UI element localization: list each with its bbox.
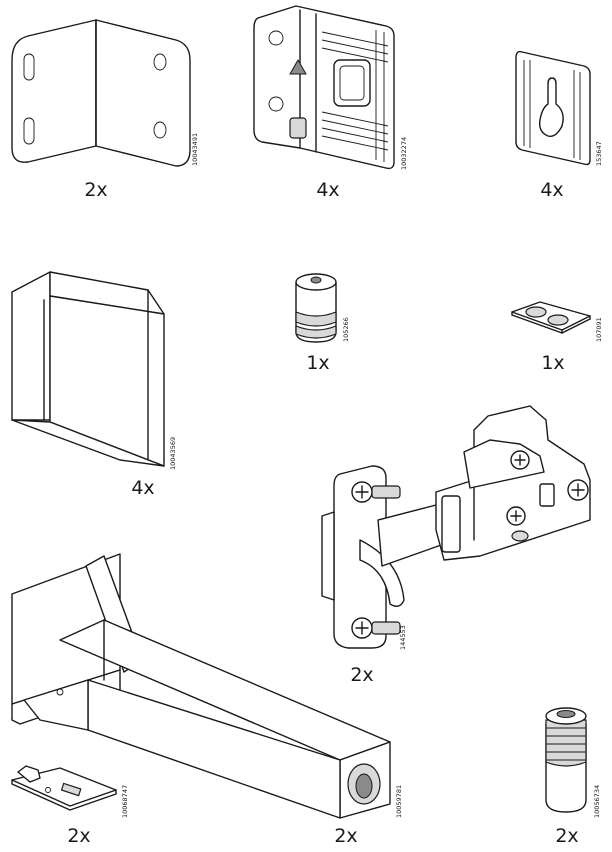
partno-mounting-plate: 10032274: [400, 136, 408, 170]
keyhole-hanger-icon: [515, 50, 591, 166]
mounting-plate-icon: [253, 5, 395, 170]
cylinder-stop-icon: [295, 273, 337, 343]
partno-angle-bracket: 10043491: [191, 132, 199, 166]
qty-l-panel: 4x: [131, 477, 155, 499]
support-arm-icon: [11, 553, 391, 819]
partno-l-panel: 10043569: [169, 436, 177, 470]
qty-mounting-plate: 4x: [316, 179, 340, 201]
partno-bumper-pads: 107091: [595, 317, 603, 342]
partno-support-arm: 10059781: [395, 784, 403, 818]
partno-hanger-plate: 153647: [595, 141, 603, 166]
clip-icon: [11, 765, 117, 811]
qty-hinge: 2x: [350, 664, 374, 686]
partno-clip: 10068747: [121, 784, 129, 818]
threaded-foot-icon: [545, 707, 587, 813]
bumper-pads-icon: [511, 301, 591, 334]
angle-bracket-icon: [11, 19, 191, 167]
hinge-icon: [321, 405, 591, 649]
l-panel-icon: [11, 271, 165, 467]
qty-angle-bracket: 2x: [84, 179, 108, 201]
partno-threaded-foot: 10056734: [593, 784, 601, 818]
qty-threaded-foot: 2x: [555, 825, 579, 847]
qty-cylinder-stop: 1x: [306, 352, 330, 374]
qty-support-arm: 2x: [334, 825, 358, 847]
partno-hinge: 144553: [399, 625, 407, 650]
qty-clip: 2x: [67, 825, 91, 847]
qty-hanger-plate: 4x: [540, 179, 564, 201]
partno-cylinder-stop: 105266: [342, 317, 350, 342]
qty-bumper-pads: 1x: [541, 352, 565, 374]
